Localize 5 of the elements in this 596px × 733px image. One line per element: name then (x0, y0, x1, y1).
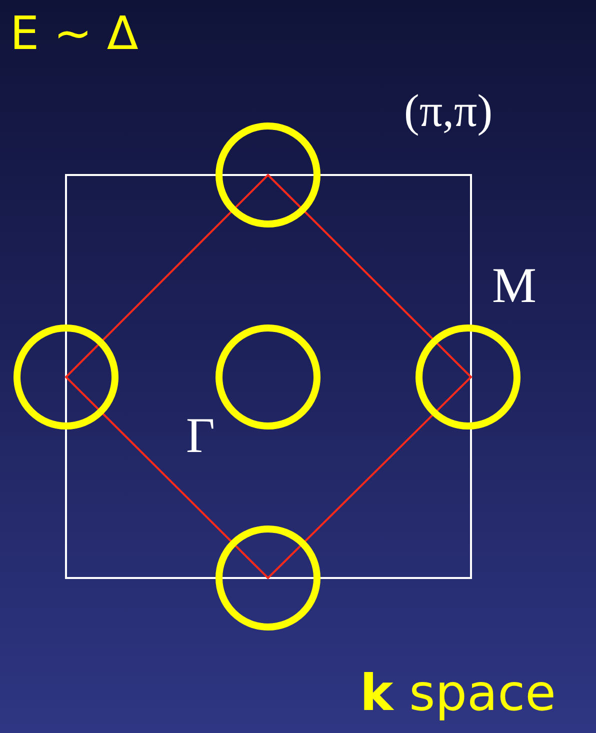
point-label: Γ (186, 410, 215, 460)
point-label: M (492, 260, 536, 310)
axis-label: k space (360, 668, 556, 718)
corner-label: (π,π) (404, 88, 493, 134)
title: E ~ Δ (10, 10, 138, 56)
